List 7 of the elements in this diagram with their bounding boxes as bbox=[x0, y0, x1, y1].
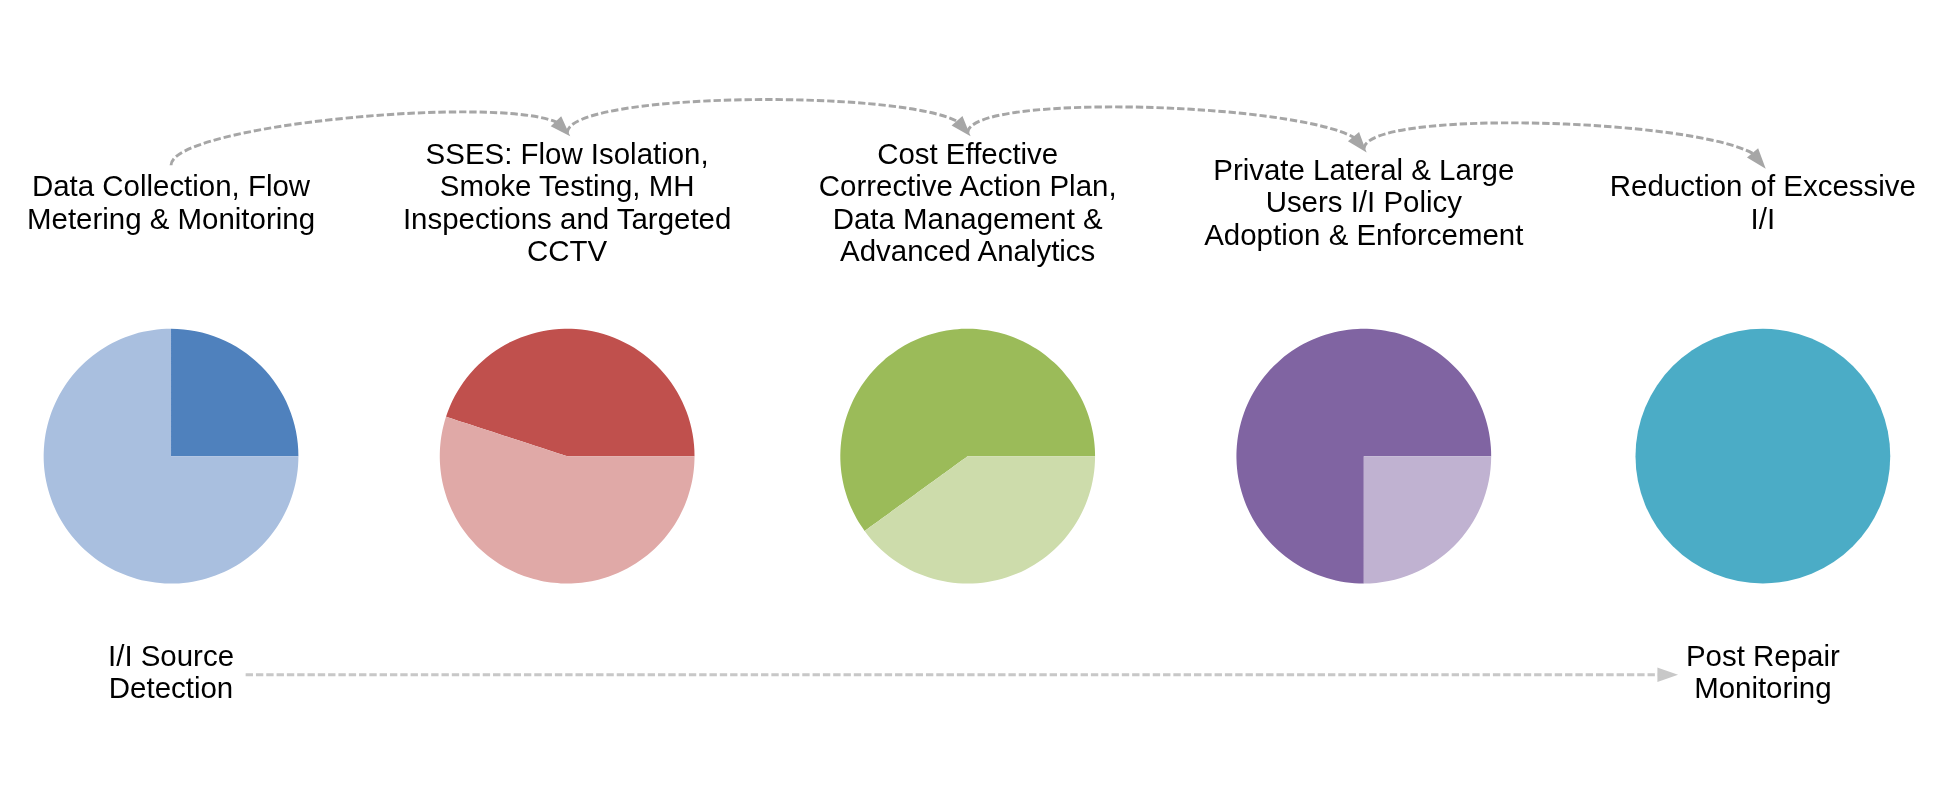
node-text: Reduction of Excessive I/I bbox=[1609, 169, 1916, 235]
node-text: I/I Source Detection bbox=[108, 638, 235, 705]
node-text: Post Repair Monitoring bbox=[1685, 638, 1840, 705]
node-text: Cost Effective Corrective Action Plan, Data Management & Advanced Analytics bbox=[818, 136, 1117, 268]
node-text: Private Lateral & Large Users I/I Policy Adoption & Enforcement bbox=[1204, 153, 1524, 251]
node-text: Data Collection, Flow Metering & Monitoring bbox=[27, 169, 316, 235]
node-text: SSES: Flow Isolation, Smoke Testing, MH Inspections and Targeted CCTV bbox=[402, 136, 732, 268]
